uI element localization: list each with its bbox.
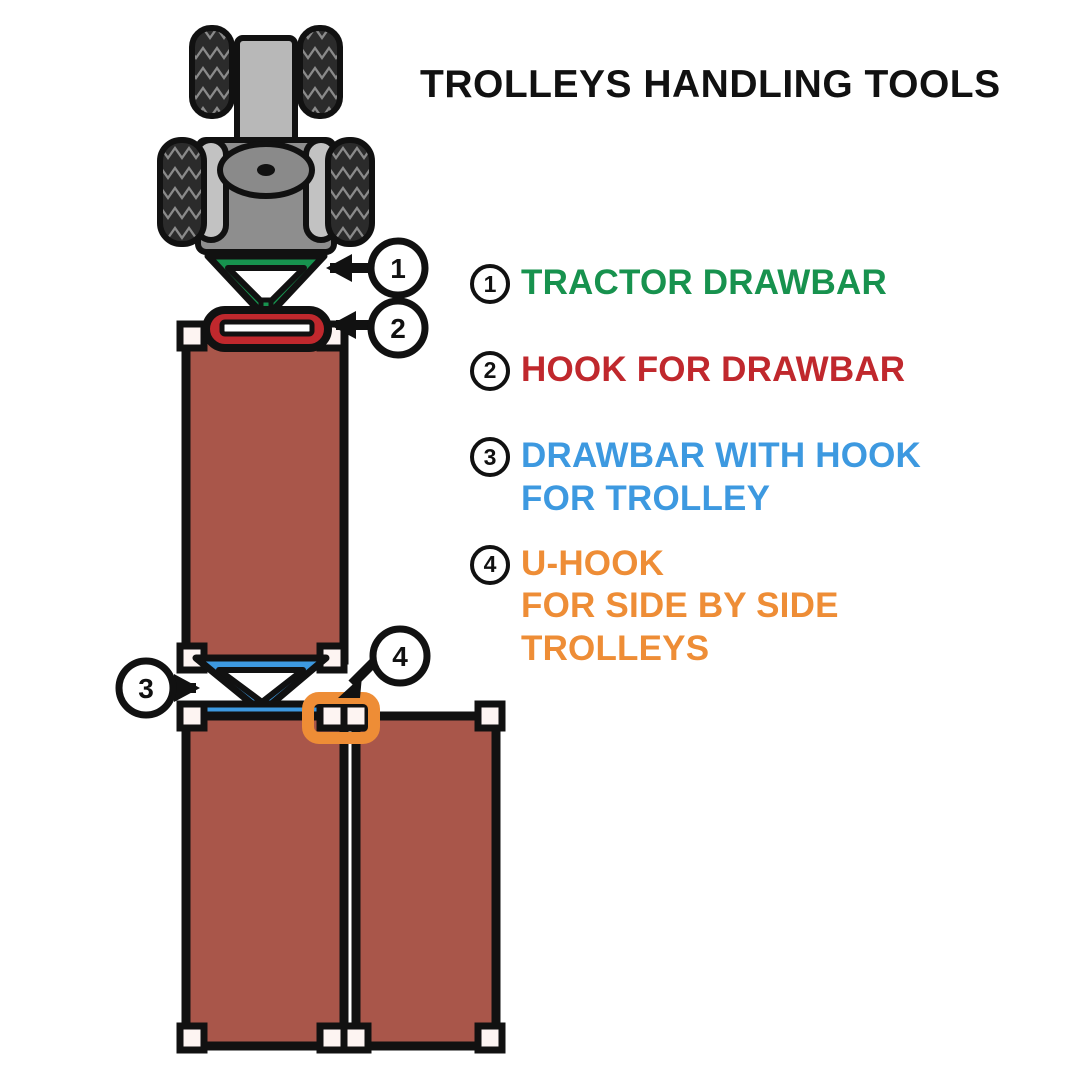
hook-for-drawbar bbox=[202, 306, 332, 352]
legend-item-u-hook[interactable]: 4 U-HOOK FOR SIDE BY SIDE TROLLEYS bbox=[470, 543, 1070, 671]
tractor-rear-wheel-right bbox=[325, 137, 375, 247]
legend-label-4-line-1: U-HOOK bbox=[521, 543, 665, 583]
caster bbox=[176, 320, 208, 352]
tractor-front-wheel-left bbox=[189, 25, 235, 119]
page-title: TROLLEYS HANDLING TOOLS bbox=[420, 63, 1001, 106]
tractor-rear-wheel-left bbox=[157, 137, 207, 247]
caster bbox=[316, 700, 348, 732]
tractor-top-view bbox=[157, 25, 375, 255]
legend-badge-4: 4 bbox=[470, 544, 510, 585]
callout-2[interactable]: 2 bbox=[330, 297, 429, 359]
callout-4[interactable]: 4 bbox=[338, 625, 431, 698]
callout-1[interactable]: 1 bbox=[326, 237, 429, 299]
legend-item-hook-for-drawbar[interactable]: 2 HOOK FOR DRAWBAR bbox=[470, 349, 1070, 392]
trolley-rear-left bbox=[176, 700, 349, 1054]
caster bbox=[474, 1022, 506, 1054]
callout-4-number: 4 bbox=[392, 641, 408, 672]
legend-label-3: DRAWBAR WITH HOOK FOR TROLLEY bbox=[521, 435, 921, 520]
caster bbox=[316, 1022, 348, 1054]
trolley-rear-right bbox=[340, 700, 506, 1054]
legend-label-2: HOOK FOR DRAWBAR bbox=[521, 349, 905, 392]
legend-label-3-line-1: DRAWBAR WITH HOOK bbox=[521, 436, 922, 476]
caster bbox=[316, 642, 348, 674]
tractor-seat-disc bbox=[217, 141, 315, 199]
caster bbox=[176, 1022, 208, 1054]
legend-badge-2: 2 bbox=[470, 350, 510, 391]
legend-label-4-line-3: TROLLEYS bbox=[521, 629, 710, 669]
trolley-front bbox=[176, 320, 349, 674]
caster bbox=[176, 700, 208, 732]
caster bbox=[474, 700, 506, 732]
callout-3[interactable]: 3 bbox=[115, 657, 200, 719]
legend-label-2-line-1: HOOK FOR DRAWBAR bbox=[521, 349, 906, 389]
legend-label-1: TRACTOR DRAWBAR bbox=[521, 262, 887, 305]
legend-item-tractor-drawbar[interactable]: 1 TRACTOR DRAWBAR bbox=[470, 262, 1070, 305]
caster bbox=[340, 700, 372, 732]
legend-badge-3: 3 bbox=[470, 437, 510, 478]
legend: 1 TRACTOR DRAWBAR 2 HOOK FOR DRAWBAR 3 D… bbox=[470, 262, 1070, 691]
callout-1-number: 1 bbox=[390, 253, 406, 284]
callout-3-number: 3 bbox=[138, 673, 154, 704]
tractor-front-wheel-right bbox=[297, 25, 343, 119]
legend-label-4: U-HOOK FOR SIDE BY SIDE TROLLEYS bbox=[521, 543, 839, 671]
legend-label-3-line-2: FOR TROLLEY bbox=[521, 479, 771, 519]
callout-2-number: 2 bbox=[390, 313, 406, 344]
legend-item-drawbar-with-hook[interactable]: 3 DRAWBAR WITH HOOK FOR TROLLEY bbox=[470, 435, 1070, 520]
tractor-drawbar bbox=[204, 252, 328, 329]
legend-badge-1: 1 bbox=[470, 264, 510, 304]
legend-label-1-line-1: TRACTOR DRAWBAR bbox=[521, 263, 887, 302]
caster bbox=[340, 1022, 372, 1054]
legend-label-4-line-2: FOR SIDE BY SIDE bbox=[521, 586, 839, 626]
